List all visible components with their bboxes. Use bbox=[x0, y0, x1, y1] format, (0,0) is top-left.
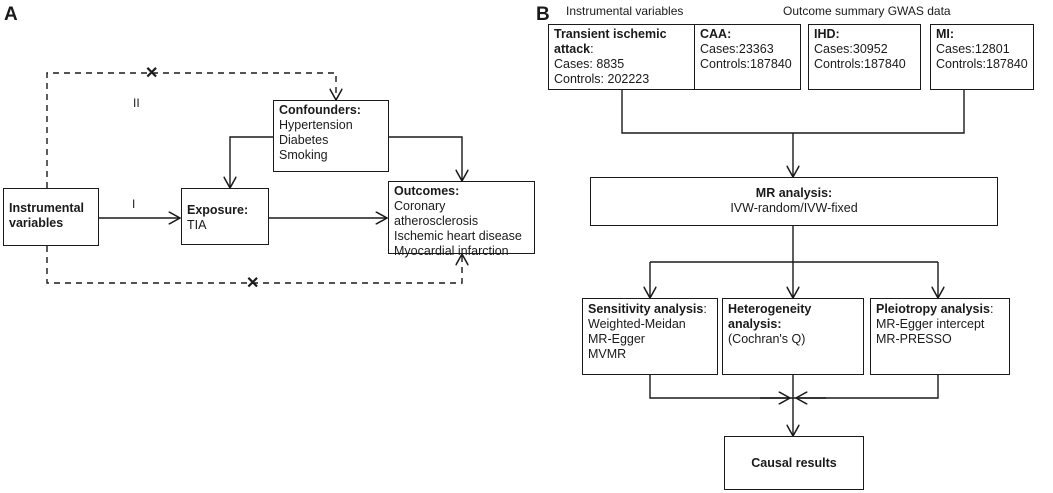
tia-title-suffix: : bbox=[590, 42, 594, 56]
sensitivity-analysis-box: Sensitivity analysis: Weighted-Meidan MR… bbox=[582, 298, 718, 375]
path-label-ii: II bbox=[133, 96, 140, 110]
panel-a-label: A bbox=[4, 4, 18, 25]
confounders-box: Confounders: Hypertension Diabetes Smoki… bbox=[273, 100, 389, 172]
ihd-box: IHD: Cases:30952 Controls:187840 bbox=[808, 24, 921, 90]
panel-b-label: B bbox=[536, 4, 550, 25]
caa-cases: Cases:23363 bbox=[700, 42, 774, 56]
mi-cases: Cases:12801 bbox=[936, 42, 1010, 56]
heterogeneity-item: (Cochran's Q) bbox=[728, 332, 806, 346]
sensitivity-item: MVMR bbox=[588, 347, 627, 361]
caa-title: CAA: bbox=[700, 27, 732, 41]
mi-controls: Controls:187840 bbox=[936, 57, 1028, 71]
dashed-path-bottom bbox=[46, 246, 462, 284]
pleiotropy-analysis-box: Pleiotropy analysis: MR-Egger intercept … bbox=[870, 298, 1010, 375]
tia-box: Transient ischemic attack: Cases: 8835 C… bbox=[548, 24, 695, 90]
confounders-title: Confounders: bbox=[279, 103, 361, 117]
mr-analysis-methods: IVW-random/IVW-fixed bbox=[730, 201, 858, 215]
heterogeneity-analysis-box: Heterogeneity analysis: (Cochran's Q) bbox=[722, 298, 864, 375]
caa-controls: Controls:187840 bbox=[700, 57, 792, 71]
causal-results-box: Causal results bbox=[724, 436, 864, 490]
sensitivity-title-suffix: : bbox=[703, 302, 707, 316]
outcomes-title: Outcomes: bbox=[394, 184, 460, 198]
mi-box: MI: Cases:12801 Controls:187840 bbox=[930, 24, 1034, 90]
exposure-box: Exposure: TIA bbox=[181, 188, 269, 245]
pleiotropy-item: MR-PRESSO bbox=[876, 332, 952, 346]
cross-mark-bottom: ✕ bbox=[246, 275, 260, 292]
heterogeneity-title: Heterogeneity analysis: bbox=[728, 302, 812, 331]
mr-analysis-title: MR analysis: bbox=[755, 186, 833, 200]
ihd-cases: Cases:30952 bbox=[814, 42, 888, 56]
outcome-item: Coronary atherosclerosis bbox=[394, 199, 479, 228]
sensitivity-item: Weighted-Meidan bbox=[588, 317, 686, 331]
pleiotropy-item: MR-Egger intercept bbox=[876, 317, 985, 331]
confounder-item: Smoking bbox=[279, 148, 328, 162]
tia-title: Transient ischemic attack bbox=[554, 27, 667, 56]
caa-box: CAA: Cases:23363 Controls:187840 bbox=[694, 24, 801, 90]
ihd-title: IHD: bbox=[814, 27, 840, 41]
merge-bottom bbox=[649, 375, 939, 399]
sensitivity-title: Sensitivity analysis bbox=[588, 302, 704, 316]
instrumental-variables-title: Instrumental variables bbox=[9, 201, 85, 230]
pleiotropy-title-suffix: : bbox=[989, 302, 994, 316]
confounder-item: Hypertension bbox=[279, 118, 353, 132]
pleiotropy-title: Pleiotropy analysis bbox=[876, 302, 990, 316]
path-label-i: I bbox=[132, 197, 136, 211]
instrumental-variables-box: Instrumental variables bbox=[3, 188, 99, 246]
confounder-item: Diabetes bbox=[279, 133, 329, 147]
tia-controls: Controls: 202223 bbox=[554, 72, 650, 86]
exposure-value: TIA bbox=[187, 218, 207, 232]
mi-title: MI: bbox=[936, 27, 955, 41]
merge-top bbox=[621, 90, 965, 134]
causal-results-title: Causal results bbox=[751, 456, 837, 470]
ihd-controls: Controls:187840 bbox=[814, 57, 906, 71]
outcome-item: Ischemic heart disease bbox=[394, 229, 522, 243]
tia-cases: Cases: 8835 bbox=[554, 57, 625, 71]
cross-mark-top: ✕ bbox=[145, 65, 159, 82]
sensitivity-item: MR-Egger bbox=[588, 332, 645, 346]
exposure-title: Exposure: bbox=[187, 203, 249, 217]
arrow-confounders-outcomes bbox=[388, 136, 462, 181]
dashed-path-ii bbox=[46, 72, 336, 188]
header-instrumental-variables: Instrumental variables bbox=[566, 4, 684, 18]
arrow-confounders-exposure bbox=[230, 136, 273, 188]
header-outcome-gwas: Outcome summary GWAS data bbox=[783, 4, 951, 18]
mr-analysis-box: MR analysis: IVW-random/IVW-fixed bbox=[590, 177, 998, 226]
outcomes-box: Outcomes: Coronary atherosclerosis Ische… bbox=[388, 181, 535, 258]
outcome-item: Myocardial infarction bbox=[394, 244, 509, 258]
